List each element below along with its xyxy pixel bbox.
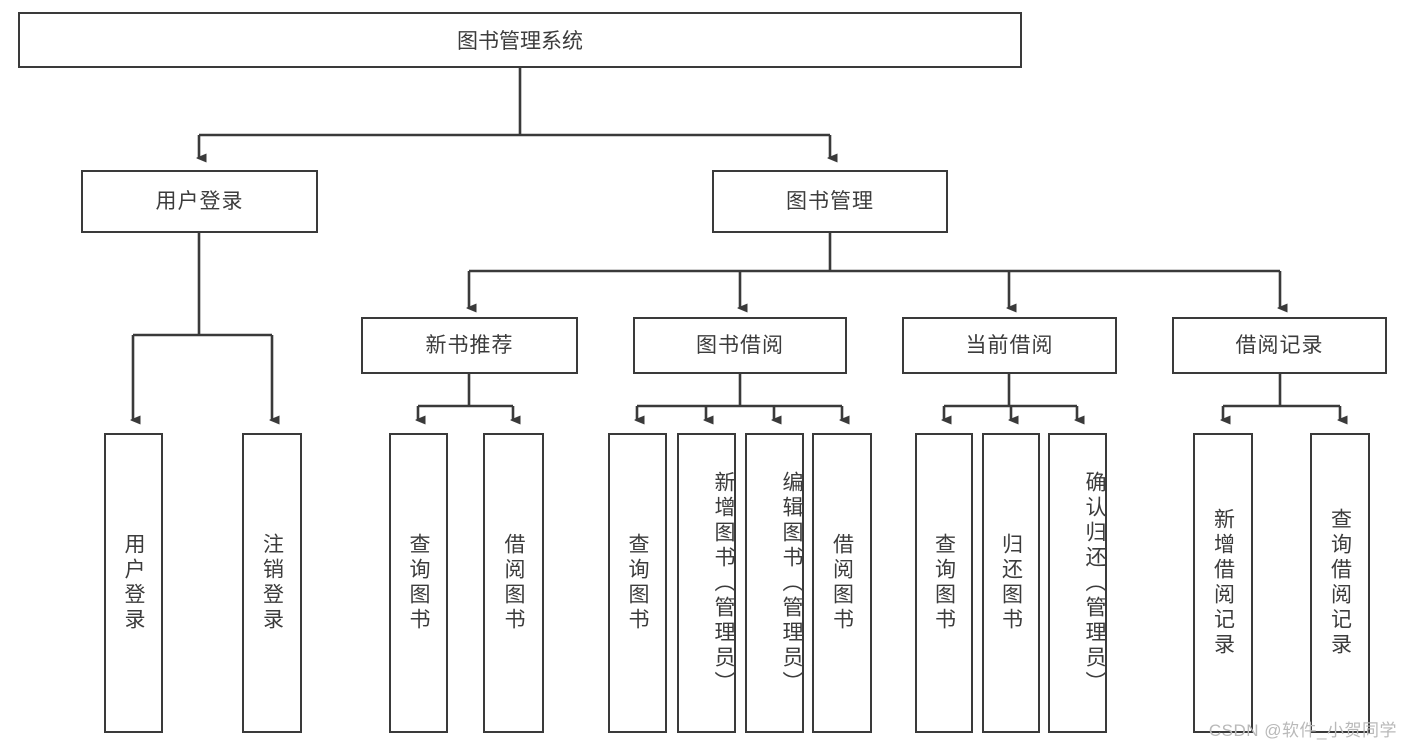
leaf-add-borrow-record[interactable]: 新增借阅记录 (1193, 433, 1253, 733)
node-book-manage[interactable]: 图书管理 (712, 170, 948, 233)
leaf-logout-login[interactable]: 注销登录 (242, 433, 302, 733)
leaf-add-book-admin[interactable]: 新增图书（管理员） (677, 433, 736, 733)
node-current-borrow[interactable]: 当前借阅 (902, 317, 1117, 374)
node-book-borrow[interactable]: 图书借阅 (633, 317, 847, 374)
leaf-borrow-book[interactable]: 借阅图书 (812, 433, 872, 733)
node-new-book-recommend[interactable]: 新书推荐 (361, 317, 578, 374)
leaf-confirm-return-admin[interactable]: 确认归还（管理员） (1048, 433, 1107, 733)
leaf-user-login[interactable]: 用户登录 (104, 433, 163, 733)
leaf-return-book[interactable]: 归还图书 (982, 433, 1040, 733)
node-borrow-record[interactable]: 借阅记录 (1172, 317, 1387, 374)
node-user-login[interactable]: 用户登录 (81, 170, 318, 233)
leaf-query-borrow-record[interactable]: 查询借阅记录 (1310, 433, 1370, 733)
node-root-system[interactable]: 图书管理系统 (18, 12, 1022, 68)
leaf-query-book-current[interactable]: 查询图书 (915, 433, 973, 733)
leaf-query-book-recommend[interactable]: 查询图书 (389, 433, 448, 733)
leaf-edit-book-admin[interactable]: 编辑图书（管理员） (745, 433, 804, 733)
leaf-query-book-borrow[interactable]: 查询图书 (608, 433, 667, 733)
leaf-borrow-book-recommend[interactable]: 借阅图书 (483, 433, 544, 733)
watermark-text: CSDN @软件_小贺同学 (1208, 721, 1397, 740)
